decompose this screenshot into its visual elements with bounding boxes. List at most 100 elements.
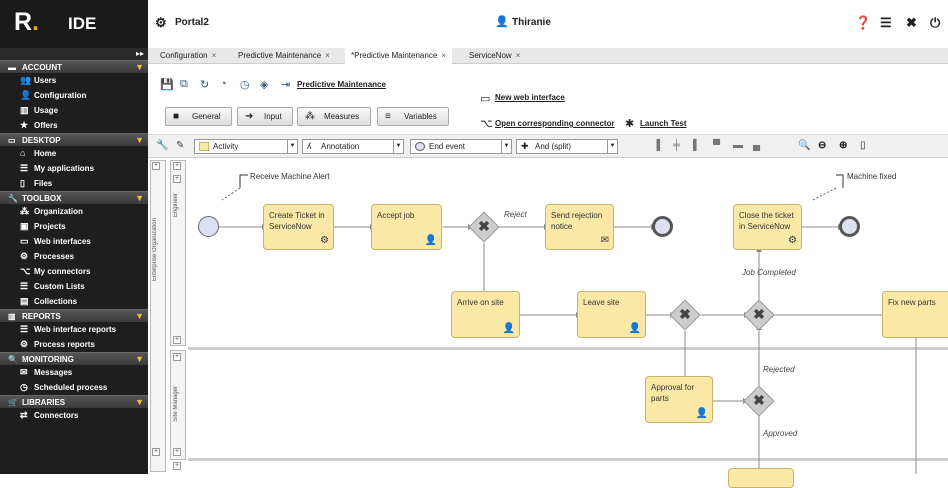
close-tab-icon[interactable]: × <box>515 51 521 60</box>
expand-pool-icon[interactable]: + <box>152 448 160 456</box>
section-monitoring[interactable]: 🔍MONITORING▼ <box>0 352 148 365</box>
open-link-icon[interactable]: ⇥ <box>281 79 291 91</box>
collapse-sidebar-button[interactable]: ▸▸ <box>0 48 148 60</box>
task-label: Close the ticket in ServiceNow <box>739 211 794 231</box>
section-toolbox[interactable]: 🔧TOOLBOX▼ <box>0 191 148 204</box>
collapse-lane-icon[interactable]: + <box>173 462 181 470</box>
sidebar-item-usage[interactable]: ▥Usage <box>0 103 148 118</box>
sidebar-item-scheduled-process[interactable]: ◷Scheduled process <box>0 380 148 395</box>
task-accept-job[interactable]: Accept job👤 <box>371 204 442 250</box>
lane-divider <box>188 347 948 350</box>
task-close-ticket[interactable]: Close the ticket in ServiceNow⚙ <box>733 204 802 250</box>
task-create-ticket[interactable]: Create Ticket in ServiceNow⚙ <box>263 204 334 250</box>
new-web-interface-link[interactable]: New web interface <box>495 93 565 102</box>
sidebar-item-my-connectors[interactable]: ⌥My connectors <box>0 264 148 279</box>
copy-icon[interactable]: ⧉ <box>180 78 188 90</box>
sidebar-item-processes[interactable]: ⚙Processes <box>0 249 148 264</box>
sidebar-item-web-interfaces[interactable]: ▭Web interfaces <box>0 234 148 249</box>
project-name[interactable]: Portal2 <box>175 17 209 28</box>
zoom-in-icon[interactable]: ⊕ <box>839 140 848 151</box>
task-send-rejection-notice[interactable]: Send rejection notice✉ <box>545 204 614 250</box>
sidebar-item-configuration[interactable]: 👤Configuration <box>0 88 148 103</box>
collapse-pool-icon[interactable]: + <box>152 162 160 170</box>
align-bottom-icon[interactable]: ▄ <box>753 140 761 151</box>
task-partial[interactable] <box>728 468 794 488</box>
collapse-lane-icon[interactable]: + <box>173 162 181 170</box>
exclusive-gateway-icon: ✖ <box>679 306 691 322</box>
expand-lane-icon[interactable]: + <box>173 448 181 456</box>
zoom-out-icon[interactable]: ⊖ <box>818 140 827 151</box>
input-button[interactable]: ➜Input <box>237 107 293 126</box>
tab-servicenow[interactable]: ServiceNow× <box>463 48 526 64</box>
section-account[interactable]: ▬ACCOUNT▼ <box>0 60 148 73</box>
help-icon[interactable]: ❓ <box>855 15 872 30</box>
cube-icon[interactable]: ◈ <box>260 79 269 91</box>
sidebar-item-organization[interactable]: ⁂Organization <box>0 204 148 219</box>
power-icon[interactable]: ⏻ <box>930 15 941 30</box>
user-name[interactable]: Thiranie <box>512 17 551 28</box>
section-reports[interactable]: ▥REPORTS▼ <box>0 309 148 322</box>
menu-icon[interactable]: ☰ <box>880 15 892 30</box>
edit-icon[interactable]: ✎ <box>176 140 185 151</box>
close-tab-icon[interactable]: × <box>441 51 446 60</box>
end-event-rejection[interactable] <box>652 216 673 237</box>
align-middle-icon[interactable]: ▬ <box>733 140 743 151</box>
end-event-select[interactable]: End event▼ <box>410 139 512 154</box>
refresh-icon[interactable]: ↻ <box>200 79 210 91</box>
clock-icon[interactable]: ◷ <box>240 79 250 91</box>
pdf-icon[interactable]: ▯ <box>860 140 866 151</box>
measures-button[interactable]: ⁂Measures <box>297 107 371 126</box>
task-approval-for-parts[interactable]: Approval for parts👤 <box>645 376 713 423</box>
tab-configuration[interactable]: Configuration× <box>154 48 222 64</box>
collapse-lane-icon[interactable]: + <box>173 175 181 183</box>
process-canvas[interactable]: Enterprise Organization Engineer Site Ma… <box>148 158 948 488</box>
task-arrive-on-site[interactable]: Arrive on site👤 <box>451 291 520 338</box>
expand-lane-icon[interactable]: + <box>173 336 181 344</box>
general-button[interactable]: ■General <box>165 107 232 126</box>
sidebar-item-web-interface-reports[interactable]: ☰Web interface reports <box>0 322 148 337</box>
gear-icon[interactable]: ⚙ <box>155 15 167 30</box>
collapse-lane-icon[interactable]: + <box>173 353 181 361</box>
rss-icon[interactable]: ◔ <box>220 78 227 90</box>
sidebar-item-label: Messages <box>34 368 73 377</box>
sidebar-item-messages[interactable]: ✉Messages <box>0 365 148 380</box>
align-right-icon[interactable]: ▌ <box>693 140 701 151</box>
close-tab-icon[interactable]: × <box>211 51 217 60</box>
start-event[interactable] <box>198 216 219 237</box>
variables-button[interactable]: ≡Variables <box>377 107 449 126</box>
sidebar-item-process-reports[interactable]: ⚙Process reports <box>0 337 148 352</box>
tab-bar: Configuration× Predictive Maintenance× *… <box>148 48 948 64</box>
section-libraries[interactable]: 🛒LIBRARIES▼ <box>0 395 148 408</box>
close-icon[interactable]: ✖ <box>906 15 917 30</box>
user-icon: 👤 <box>628 323 641 334</box>
launch-test-link[interactable]: Launch Test <box>640 119 687 128</box>
align-left-icon[interactable]: ▐ <box>653 140 661 151</box>
align-top-icon[interactable]: ▀ <box>713 140 721 151</box>
tab-predictive-maintenance-active[interactable]: *Predictive Maintenance× <box>345 48 452 64</box>
process-link[interactable]: Predictive Maintenance <box>297 80 386 89</box>
sidebar-item-label: Files <box>34 179 53 188</box>
sidebar-item-files[interactable]: ▯Files <box>0 176 148 191</box>
wrench-icon[interactable]: 🔧 <box>156 140 169 151</box>
sidebar-item-users[interactable]: 👥Users <box>0 73 148 88</box>
activity-select[interactable]: Activity▼ <box>194 139 298 154</box>
open-connector-link[interactable]: Open corresponding connector <box>495 119 615 128</box>
sidebar-item-projects[interactable]: ▣Projects <box>0 219 148 234</box>
sidebar-item-my-applications[interactable]: ☰My applications <box>0 161 148 176</box>
section-desktop[interactable]: ▭DESKTOP▼ <box>0 133 148 146</box>
close-tab-icon[interactable]: × <box>325 51 330 60</box>
search-icon[interactable]: 🔍 <box>798 140 811 151</box>
gateway-select[interactable]: ✚And (split)▼ <box>516 139 618 154</box>
sidebar-item-connectors[interactable]: ⇄Connectors <box>0 408 148 423</box>
sidebar-item-home[interactable]: ⌂Home <box>0 146 148 161</box>
save-icon[interactable]: 💾 <box>160 79 174 91</box>
tab-predictive-maintenance[interactable]: Predictive Maintenance× <box>232 48 336 64</box>
sidebar-item-collections[interactable]: ▤Collections <box>0 294 148 309</box>
sidebar-item-offers[interactable]: ★Offers <box>0 118 148 133</box>
task-leave-site[interactable]: Leave site👤 <box>577 291 646 338</box>
end-event-fixed[interactable] <box>839 216 860 237</box>
sidebar-item-custom-lists[interactable]: ☰Custom Lists <box>0 279 148 294</box>
align-center-icon[interactable]: ╪ <box>673 140 681 151</box>
task-fix-new-parts[interactable]: Fix new parts <box>882 291 948 338</box>
